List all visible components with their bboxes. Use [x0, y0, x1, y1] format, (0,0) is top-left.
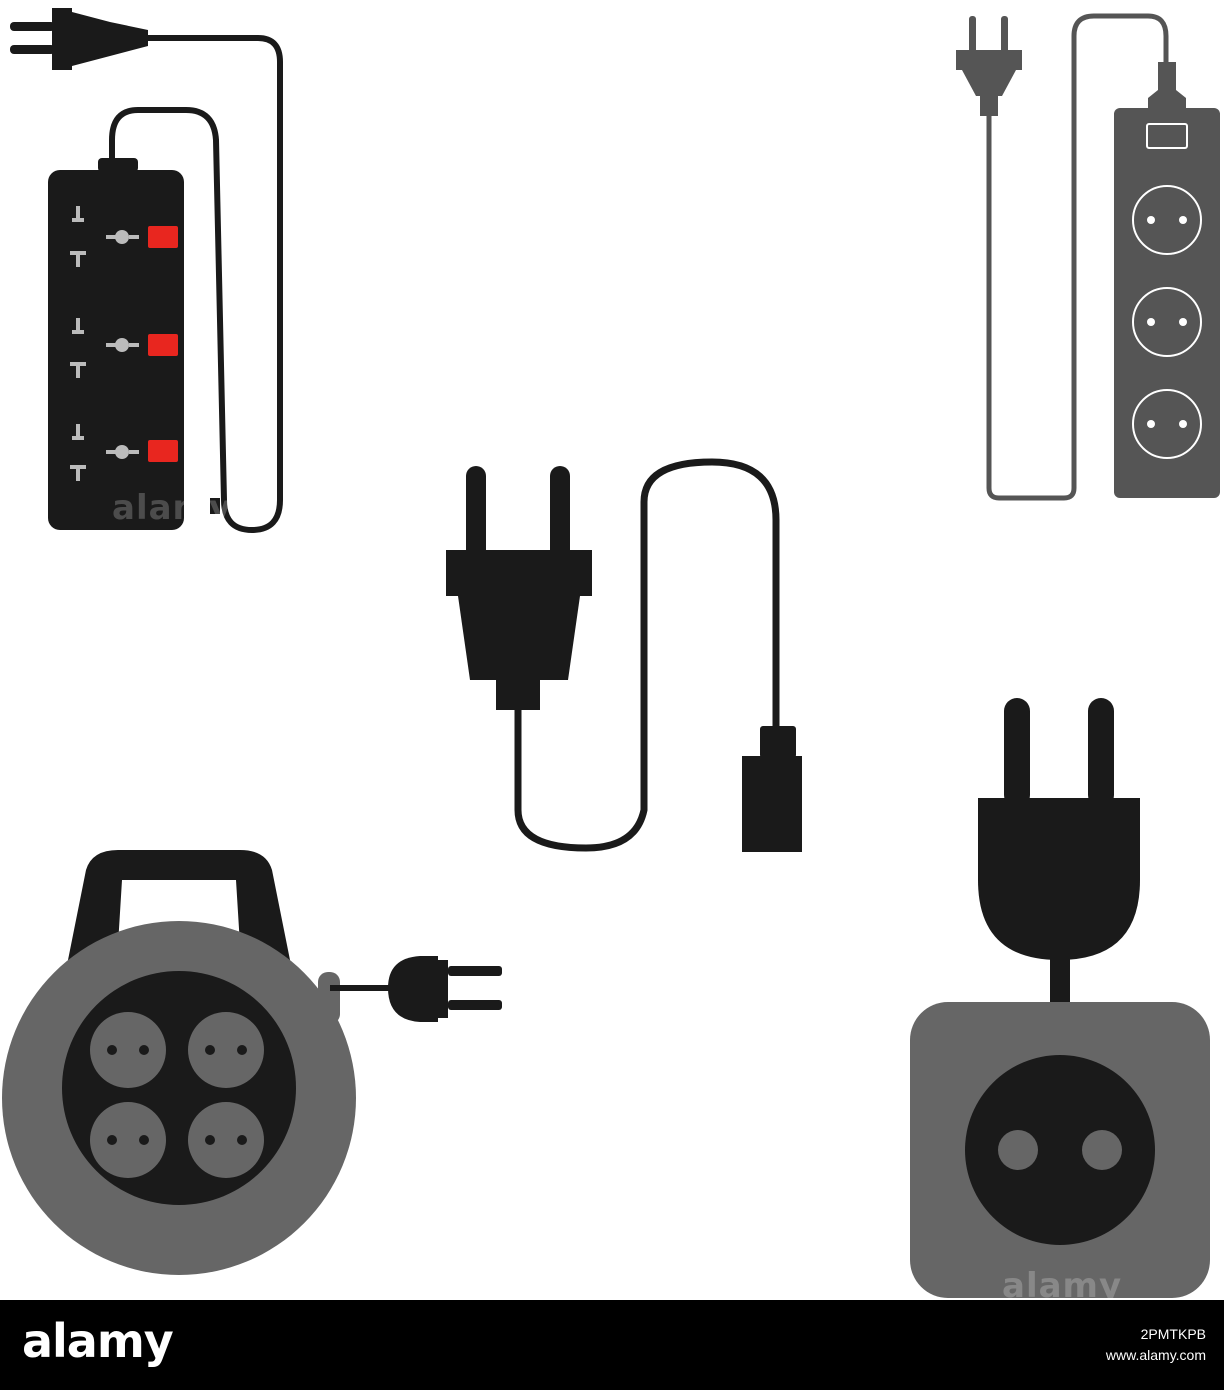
- reel-outlets: [90, 1012, 264, 1178]
- site-url[interactable]: www.alamy.com: [1105, 1347, 1206, 1363]
- gray-strip-plug-icon: [956, 16, 1022, 116]
- reel-plug-icon: [388, 956, 438, 1022]
- reel-face: [62, 971, 296, 1205]
- plug-and-socket-icon: [910, 698, 1210, 1298]
- plug-head: [978, 798, 1140, 960]
- indicator-light-1: [148, 226, 178, 248]
- power-strip-gray-icon: [956, 13, 1220, 501]
- indicator-light-3: [148, 440, 178, 462]
- indicator-light-2: [148, 334, 178, 356]
- cord: [514, 458, 780, 852]
- power-strip-red-indicators-icon: [10, 8, 283, 534]
- strip-plug-icon: [10, 8, 148, 70]
- gray-strip-outlets: [1132, 185, 1202, 459]
- power-cord-plug-icon: [446, 458, 802, 852]
- gray-strip-cord: [986, 13, 1169, 501]
- gray-strip-body: [1114, 108, 1220, 498]
- footer-logo[interactable]: alamy: [22, 1314, 174, 1368]
- socket-face: [965, 1055, 1155, 1245]
- strip-cord: [109, 35, 283, 534]
- connector-head: [760, 726, 796, 758]
- illustration-canvas: [2, 8, 1220, 1298]
- cable-reel-icon: [2, 850, 502, 1275]
- footer-image-info: 2PMTKPB www.alamy.com: [1106, 1324, 1206, 1366]
- reel-handle: [58, 850, 300, 1010]
- image-id: 2PMTKPB: [1140, 1326, 1206, 1342]
- gray-strip-switch: [1146, 123, 1188, 149]
- connector-body: [742, 756, 802, 852]
- strip-sockets: [70, 206, 139, 481]
- footer-bar: alamy 2PMTKPB www.alamy.com: [0, 1300, 1224, 1390]
